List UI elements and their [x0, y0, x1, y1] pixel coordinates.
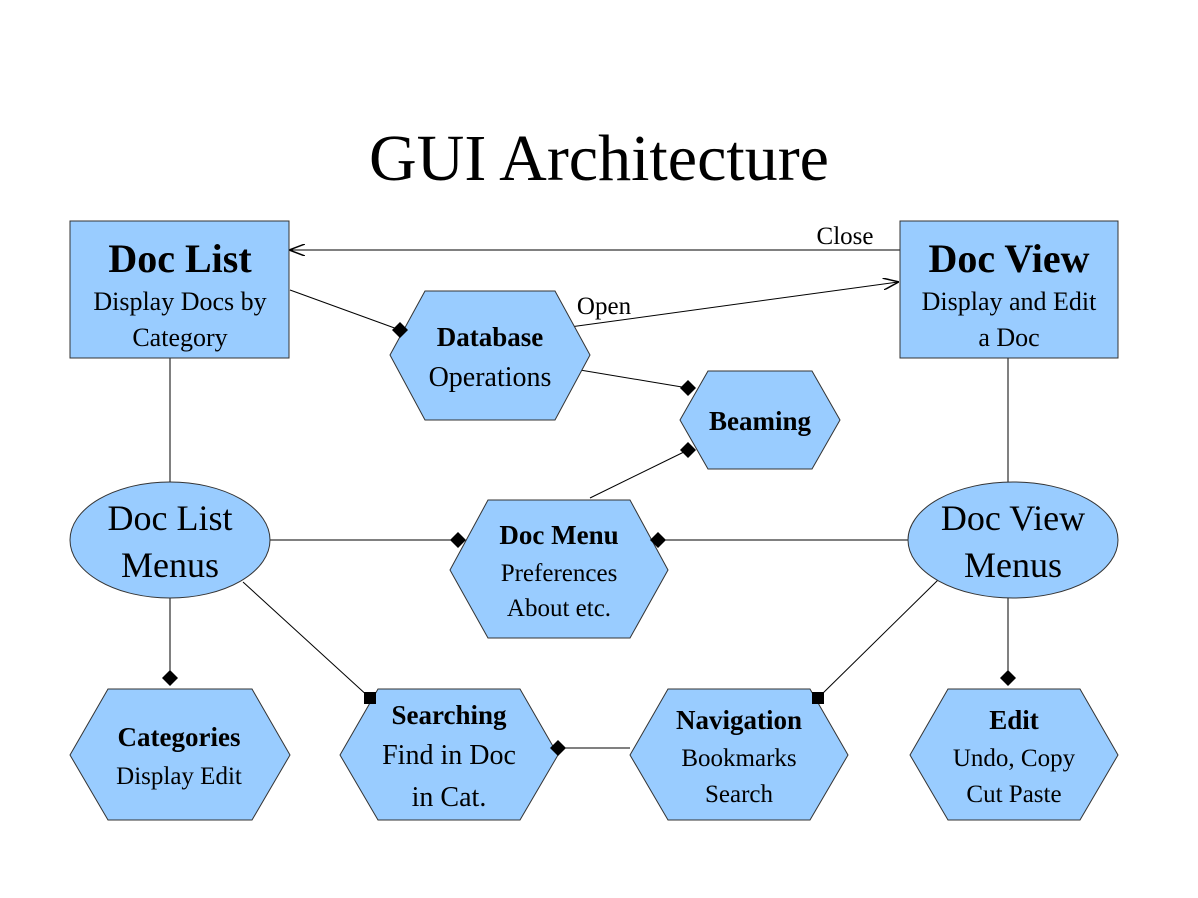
node-doc-view-menus[interactable]: Doc View Menus [907, 481, 1119, 599]
node-doc-menu[interactable]: Doc Menu Preferences About etc. [449, 499, 669, 639]
node-doc-list-menus[interactable]: Doc List Menus [69, 481, 271, 599]
navigation-line1: Bookmarks [681, 745, 796, 772]
doc-list-box [69, 220, 290, 359]
database-title: Database [437, 322, 544, 352]
edge-open [569, 282, 898, 328]
doc-menu-line2: About etc. [507, 595, 611, 622]
beaming-hexagon [679, 370, 841, 470]
doc-view-menus-line1: Doc View [941, 498, 1085, 538]
doc-view-menus-line2: Menus [964, 545, 1062, 585]
database-hexagon [389, 290, 591, 421]
searching-title: Searching [391, 700, 507, 730]
edge-label-open: Open [577, 293, 632, 320]
diamond-marker-edit [1000, 670, 1016, 686]
doc-menu-title: Doc Menu [499, 520, 618, 550]
navigation-line2: Search [705, 781, 774, 808]
edge-doclist-database [289, 289, 401, 331]
endpoint-markers [162, 322, 1016, 756]
navigation-title: Navigation [676, 705, 802, 735]
node-doc-list[interactable]: Doc List Display Docs by Category [69, 220, 290, 359]
node-navigation[interactable]: Navigation Bookmarks Search [629, 688, 849, 821]
diamond-marker-database [392, 322, 408, 338]
diagram-title: GUI Architecture [369, 122, 829, 195]
node-beaming[interactable]: Beaming [679, 370, 841, 470]
edge-doclistmenus-searching [242, 581, 371, 699]
categories-line1: Display Edit [116, 763, 242, 790]
doc-list-line2: Category [132, 323, 227, 352]
doc-view-line2: a Doc [978, 323, 1039, 352]
doc-menu-line1: Preferences [501, 560, 618, 587]
diamond-marker-categories [162, 670, 178, 686]
beaming-title: Beaming [709, 406, 812, 436]
node-searching[interactable]: Searching Find in Doc in Cat. [339, 688, 559, 821]
doc-menu-hexagon [449, 499, 669, 639]
categories-title: Categories [118, 722, 241, 752]
edit-title: Edit [989, 705, 1039, 735]
doc-list-menus-line1: Doc List [108, 498, 233, 538]
edit-line2: Cut Paste [966, 781, 1061, 808]
diamond-marker-beaming-bottom [680, 442, 696, 458]
square-marker-searching [364, 692, 376, 704]
node-categories[interactable]: Categories Display Edit [69, 688, 291, 821]
categories-hexagon [69, 688, 291, 821]
searching-line1: Find in Doc [382, 740, 516, 771]
diamond-marker-docmenu-right [650, 532, 666, 548]
edge-docmenu-beaming [589, 449, 689, 499]
doc-view-title: Doc View [928, 236, 1089, 281]
node-database[interactable]: Database Operations [389, 290, 591, 421]
diamond-marker-searching [550, 740, 566, 756]
connectors [169, 250, 1009, 749]
doc-view-box [899, 220, 1119, 359]
diamond-marker-beaming-top [680, 380, 696, 396]
doc-view-menus-ellipse [907, 481, 1119, 599]
doc-view-line1: Display and Edit [922, 287, 1098, 316]
square-marker-navigation [812, 692, 824, 704]
edit-line1: Undo, Copy [953, 745, 1076, 772]
doc-list-title: Doc List [108, 236, 252, 281]
database-line1: Operations [429, 362, 552, 393]
doc-list-menus-line2: Menus [121, 545, 219, 585]
searching-line2: in Cat. [412, 782, 487, 813]
node-edit[interactable]: Edit Undo, Copy Cut Paste [909, 688, 1119, 821]
navigation-hexagon [629, 688, 849, 821]
edge-docviewmenus-navigation [817, 579, 939, 699]
diamond-marker-docmenu-left [450, 532, 466, 548]
edge-database-beaming [579, 369, 689, 389]
doc-list-line1: Display Docs by [93, 287, 266, 316]
doc-list-menus-ellipse [69, 481, 271, 599]
edit-hexagon [909, 688, 1119, 821]
edge-label-close: Close [817, 223, 874, 250]
node-doc-view[interactable]: Doc View Display and Edit a Doc [899, 220, 1119, 359]
